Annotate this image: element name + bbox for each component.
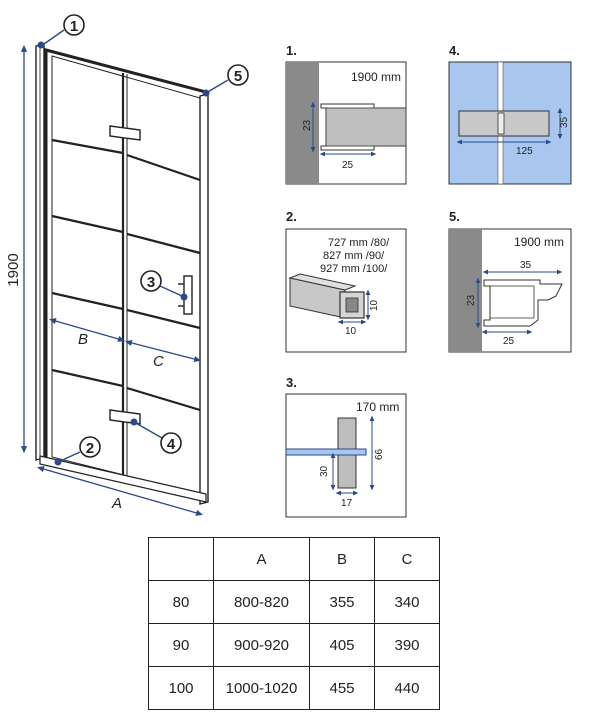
dim-C-label: C [153,353,164,370]
detail-5-note: 1900 mm [514,235,564,249]
detail-2-note-3: 927 mm /100/ [320,263,388,275]
table-header-cell: C [374,537,440,581]
detail-4-number: 4. [449,43,460,58]
detail-3-note: 170 mm [356,400,399,414]
detail-2-dim-10b: 10 [345,326,357,337]
table-cell: 355 [309,580,375,624]
wall-section-5 [449,229,482,352]
detail-2-note-1: 727 mm /80/ [328,237,390,249]
detail-3-dim-17: 17 [341,498,353,509]
detail-3-dim-30: 30 [319,465,330,477]
detail-3-dim-66: 66 [374,448,385,460]
dimension-B: B [49,318,125,348]
callout-5-label: 5 [234,68,242,85]
table-cell: 455 [309,666,375,710]
table-row: 90 900-920 405 390 [148,623,440,667]
dimensions-table: A B C 80 800-820 355 340 90 900-920 405 … [148,537,440,710]
table-header-cell: B [309,537,375,581]
callout-2: 2 [54,436,101,466]
callout-5: 5 [202,64,249,97]
detail-3: 3. 170 mm 66 30 17 [285,375,407,518]
wall-profile [35,43,45,461]
table-header-cell [148,537,214,581]
table-cell: 390 [374,623,440,667]
detail-2: 2. 727 mm /80/ 827 mm /90/ 927 mm /100/ … [285,209,407,353]
height-dimension: 1900 [5,44,28,454]
callout-3-label: 3 [147,274,155,291]
detail-1-dim-25: 25 [342,160,354,171]
detail-5-dim-25: 25 [503,336,515,347]
detail-4-dim-35: 35 [559,116,570,128]
table-header-row: A B C [148,537,440,581]
detail-2-number: 2. [286,209,297,224]
table-cell: 405 [309,623,375,667]
callout-3: 3 [140,270,188,301]
table-cell: 340 [374,580,440,624]
door-frame [44,48,209,505]
detail-5-number: 5. [449,209,460,224]
callout-4-label: 4 [167,436,176,453]
table-cell: 1000-1020 [213,666,310,710]
callout-1-label: 1 [70,18,78,35]
detail-5-dim-23: 23 [466,294,477,306]
detail-2-dim-10a: 10 [369,299,380,311]
dimension-C: C [124,339,202,370]
detail-5: 5. 1900 mm 35 23 25 [448,209,572,353]
decor-bars [51,138,201,412]
table-cell: 800-820 [213,580,310,624]
detail-1-note: 1900 mm [351,70,401,84]
hinge-top [109,125,141,141]
table-cell: 440 [374,666,440,710]
table-cell: 80 [148,580,214,624]
table-cell: 900-920 [213,623,310,667]
table-row: 80 800-820 355 340 [148,580,440,624]
detail-5-dim-35: 35 [520,260,532,271]
detail-2-note-2: 827 mm /90/ [323,250,385,262]
table-row: 100 1000-1020 455 440 [148,666,440,710]
detail-1-number: 1. [286,43,297,58]
table-header-cell: A [213,537,310,581]
height-label: 1900 [5,253,22,286]
dim-A-label: A [111,495,122,512]
table-cell: 90 [148,623,214,667]
dim-B-label: B [78,331,88,348]
callout-2-label: 2 [86,440,94,457]
detail-3-number: 3. [286,375,297,390]
callout-4: 4 [130,418,182,454]
table-cell: 100 [148,666,214,710]
detail-4-dim-125: 125 [516,146,533,157]
callout-1: 1 [37,14,85,49]
detail-1-dim-23: 23 [302,119,313,131]
detail-1: 1. 1900 mm 23 25 [285,43,407,185]
dimension-A: A [37,466,203,516]
detail-4: 4. 35 125 [448,43,572,185]
